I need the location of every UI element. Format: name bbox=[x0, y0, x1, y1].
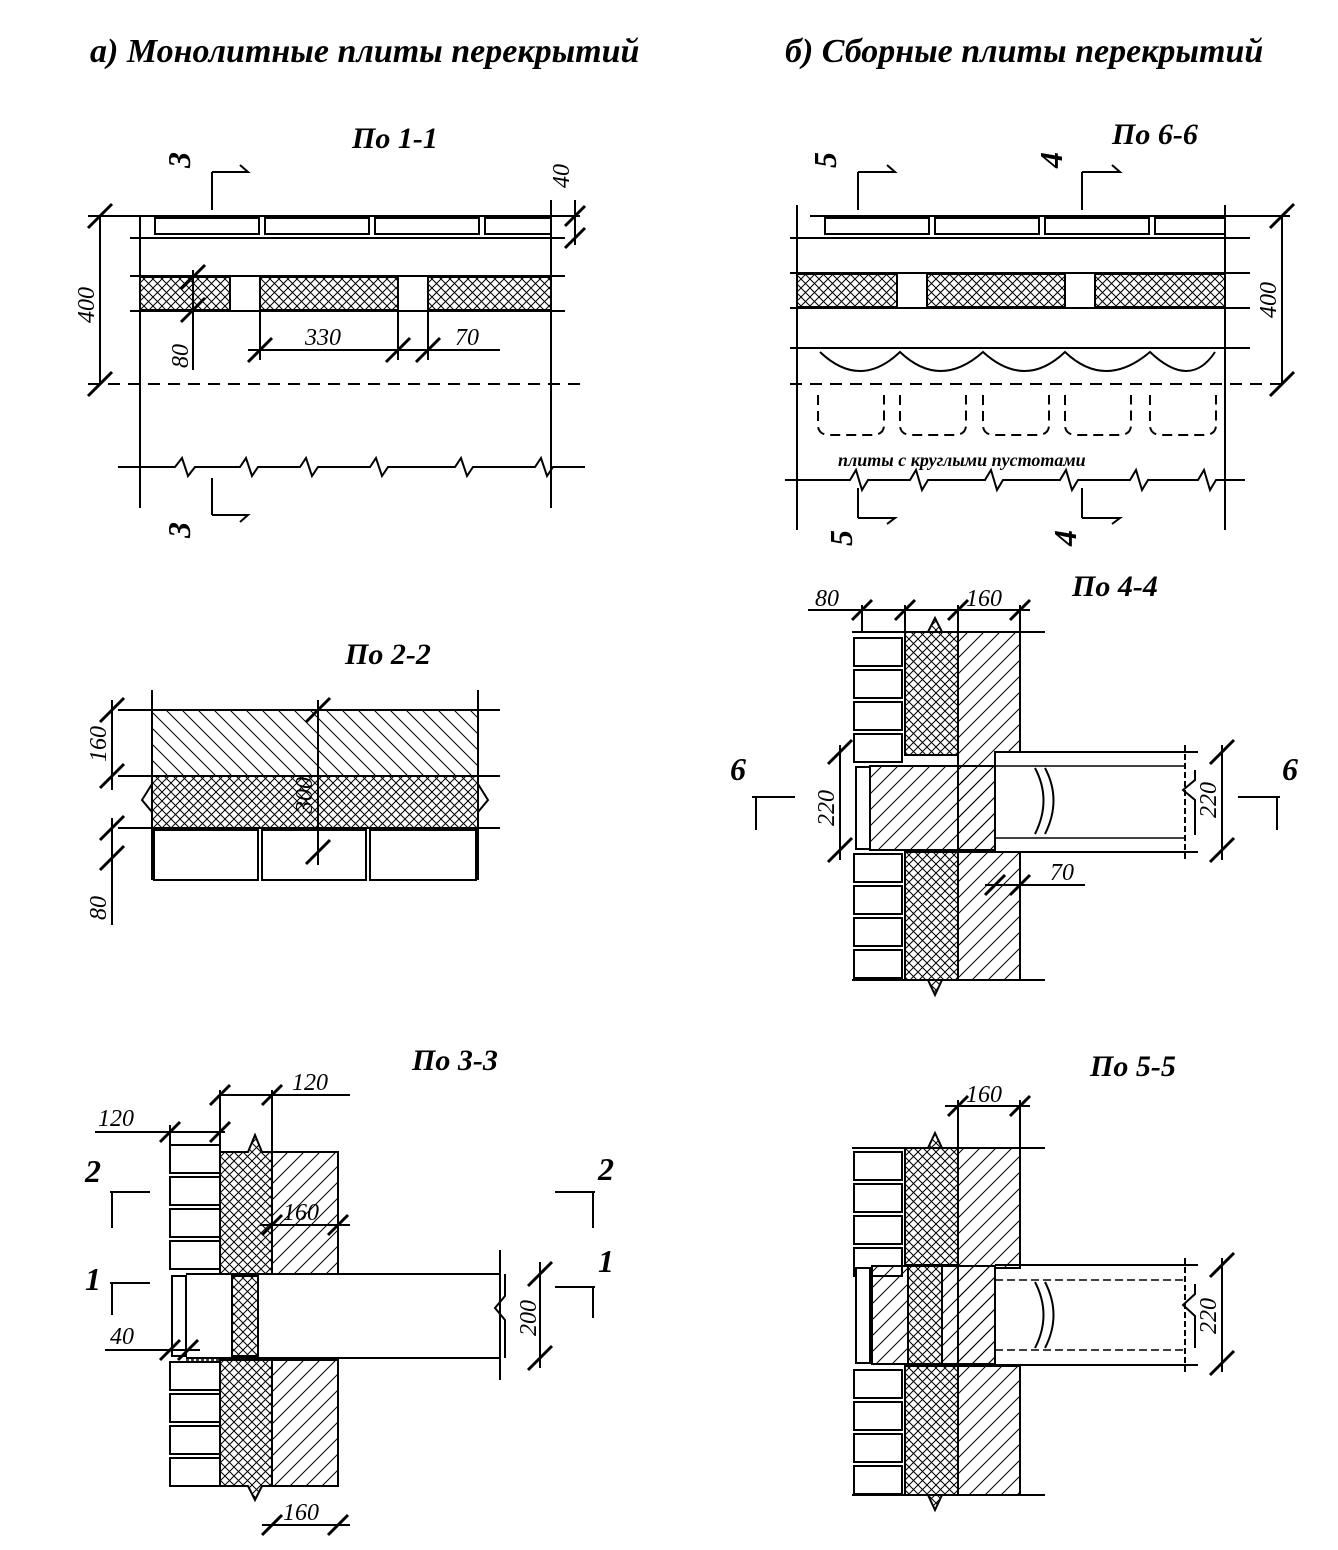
section-5-5: По 5-5 160 220 bbox=[852, 1050, 1236, 1513]
dim-220-left: 220 bbox=[814, 790, 840, 826]
mark-3-top: 3 bbox=[161, 152, 197, 169]
mark-3-bottom: 3 bbox=[161, 522, 197, 539]
mark-4-top: 4 bbox=[1033, 152, 1069, 169]
dim-330: 330 bbox=[304, 325, 341, 351]
mark-6-left: 6 bbox=[730, 751, 746, 787]
dim-80: 80 bbox=[815, 586, 839, 612]
dim-300: 300 bbox=[292, 777, 318, 814]
dim-160: 160 bbox=[86, 726, 112, 762]
dim-40: 40 bbox=[110, 1324, 134, 1350]
dim-70: 70 bbox=[455, 325, 479, 351]
section-2-2: По 2-2 160 80 300 bbox=[86, 638, 500, 925]
mark-6-right: 6 bbox=[1282, 751, 1298, 787]
mark-4-bottom: 4 bbox=[1047, 530, 1083, 547]
section-5-5-title: По 5-5 bbox=[1089, 1050, 1176, 1083]
mark-2-left: 2 bbox=[84, 1153, 101, 1189]
dim-160-mid: 160 bbox=[283, 1200, 319, 1226]
dim-80: 80 bbox=[168, 344, 194, 368]
section-6-6: По 6-6 плиты с круглыми пустотами 400 bbox=[785, 118, 1296, 547]
dim-80: 80 bbox=[86, 896, 112, 920]
dim-220-right: 220 bbox=[1196, 782, 1222, 818]
note-hollow-core: плиты с круглыми пустотами bbox=[838, 450, 1086, 470]
dim-160: 160 bbox=[966, 586, 1002, 612]
dim-40: 40 bbox=[549, 164, 575, 188]
mark-5-top: 5 bbox=[807, 152, 843, 168]
dim-120-right: 120 bbox=[292, 1070, 328, 1096]
dim-160-bottom: 160 bbox=[283, 1500, 319, 1526]
mark-1-right: 1 bbox=[598, 1243, 614, 1279]
title-precast: б) Сборные плиты перекрытий bbox=[785, 33, 1263, 70]
mark-5-bottom: 5 bbox=[823, 530, 859, 546]
section-4-4: По 4-4 bbox=[730, 570, 1298, 998]
section-6-6-title: По 6-6 bbox=[1111, 118, 1198, 151]
mark-1-left: 1 bbox=[85, 1261, 101, 1297]
section-3-3: По 3-3 120 120 bbox=[84, 1044, 614, 1537]
section-1-1: По 1-1 400 40 80 bbox=[74, 122, 587, 539]
dim-400: 400 bbox=[74, 287, 100, 323]
dim-220: 220 bbox=[1196, 1298, 1222, 1334]
section-1-1-title: По 1-1 bbox=[351, 122, 438, 155]
mark-2-right: 2 bbox=[597, 1151, 614, 1187]
dim-200: 200 bbox=[516, 1300, 542, 1336]
section-4-4-title: По 4-4 bbox=[1071, 570, 1158, 603]
section-2-2-title: По 2-2 bbox=[344, 638, 431, 671]
dim-120-left: 120 bbox=[98, 1106, 134, 1132]
section-3-3-title: По 3-3 bbox=[411, 1044, 498, 1077]
title-monolithic: а) Монолитные плиты перекрытий bbox=[90, 33, 639, 70]
dim-400: 400 bbox=[1256, 282, 1282, 318]
dim-70: 70 bbox=[1050, 860, 1074, 886]
dim-160: 160 bbox=[966, 1082, 1002, 1108]
